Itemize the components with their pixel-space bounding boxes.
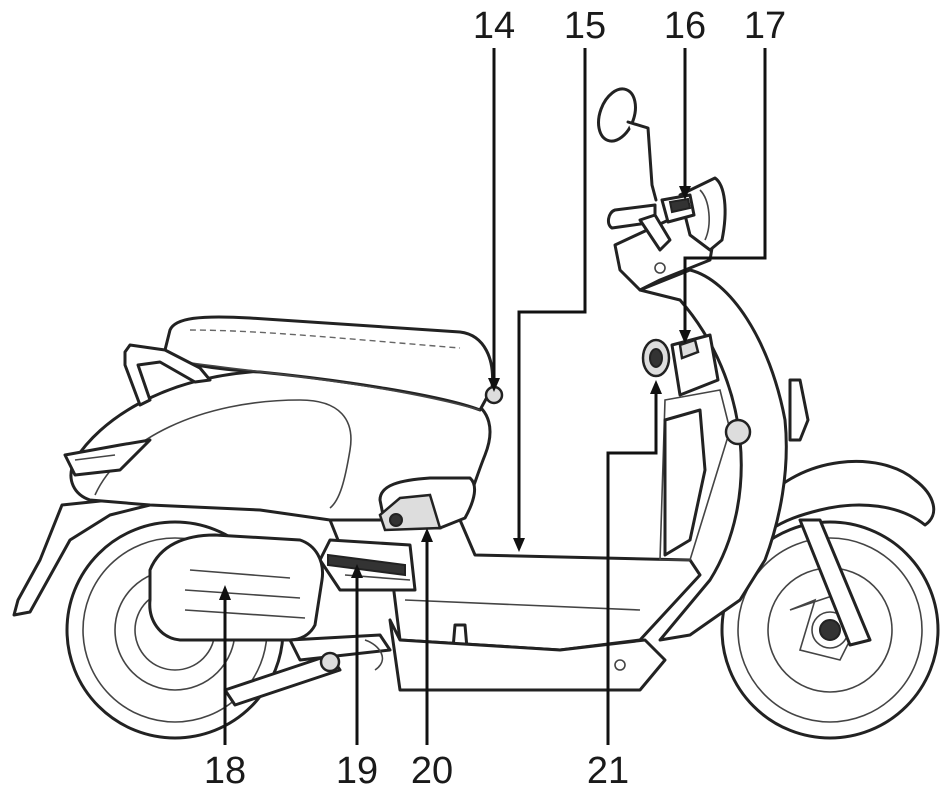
arrow-16 xyxy=(679,186,691,200)
front-fork xyxy=(798,518,872,647)
arrow-21 xyxy=(650,380,662,394)
callout-18: 18 xyxy=(204,750,246,792)
leader-21 xyxy=(606,392,658,745)
arrow-19 xyxy=(351,564,363,578)
leader-17 xyxy=(683,48,767,332)
rear-light xyxy=(63,438,152,477)
callout-15: 15 xyxy=(564,5,606,47)
callout-19: 19 xyxy=(336,750,378,792)
arrow-20 xyxy=(421,528,433,542)
callout-labels: 14 15 16 17 18 19 20 21 xyxy=(204,5,786,792)
scooter-illustration xyxy=(12,87,940,740)
motor-cover xyxy=(148,533,325,642)
seat xyxy=(163,315,495,412)
arrow-15 xyxy=(513,538,525,552)
front-indicator xyxy=(788,378,810,442)
leg-shield xyxy=(638,268,788,642)
rear-rack xyxy=(123,343,212,407)
callout-20: 20 xyxy=(411,750,453,792)
mirror xyxy=(597,87,658,202)
leader-15 xyxy=(517,48,587,540)
arrow-18 xyxy=(219,585,231,600)
callout-14: 14 xyxy=(473,5,515,47)
leader-lines xyxy=(219,48,767,745)
callout-21: 21 xyxy=(587,750,629,792)
arrow-17 xyxy=(679,330,691,344)
callout-17: 17 xyxy=(744,5,786,47)
key-switch xyxy=(641,338,671,378)
callout-16: 16 xyxy=(664,5,706,47)
side-stand xyxy=(223,653,342,707)
front-wheel xyxy=(720,520,940,740)
arrow-14 xyxy=(488,378,500,392)
front-mudguard xyxy=(758,460,936,532)
